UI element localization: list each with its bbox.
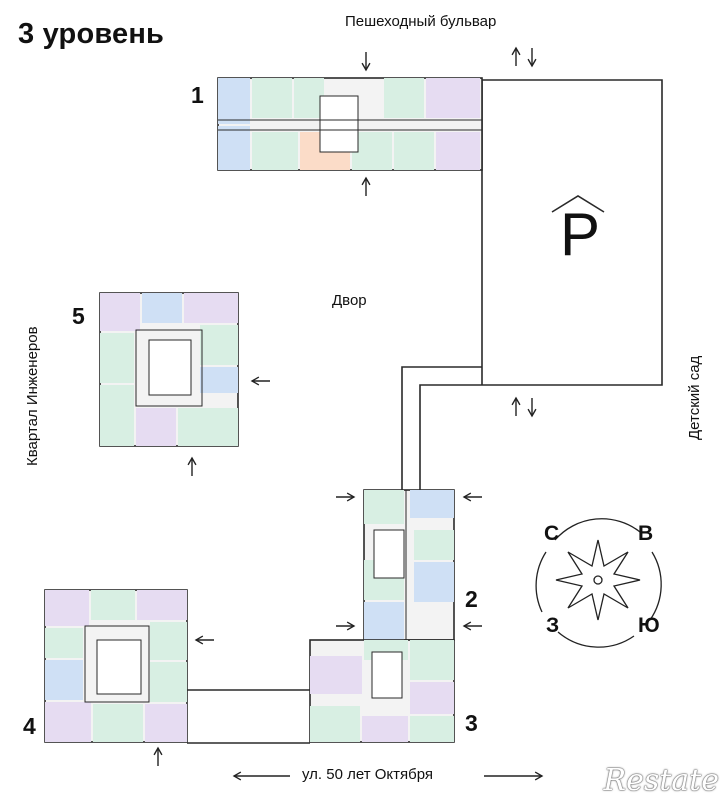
passage-lines — [187, 366, 482, 744]
watermark-logo: Restate — [603, 763, 720, 798]
compass-north: С — [544, 522, 560, 545]
top-street-label: Пешеходный бульвар — [345, 13, 497, 30]
building-2 — [363, 489, 455, 641]
bottom-street-label: ул. 50 лет Октября — [302, 766, 434, 783]
building-number-3: 3 — [465, 710, 478, 736]
building-number-5: 5 — [72, 303, 85, 329]
compass-south: Ю — [638, 614, 660, 637]
building-number-1: 1 — [191, 82, 204, 108]
level-title: 3 уровень — [18, 18, 165, 50]
building-5 — [99, 292, 239, 447]
building-number-4: 4 — [23, 713, 36, 739]
left-block-label: Квартал Инженеров — [24, 326, 41, 466]
right-area-label: Детский сад — [686, 355, 703, 440]
building-1 — [217, 77, 483, 171]
compass-rose — [535, 518, 662, 648]
compass-west: З — [546, 614, 560, 637]
building-3 — [309, 639, 455, 743]
entrance-arrows — [153, 46, 544, 781]
compass-east: В — [638, 522, 654, 545]
building-4 — [44, 589, 188, 743]
building-number-2: 2 — [465, 586, 478, 612]
parking-label: P — [560, 201, 601, 268]
yard-label: Двор — [332, 292, 367, 309]
